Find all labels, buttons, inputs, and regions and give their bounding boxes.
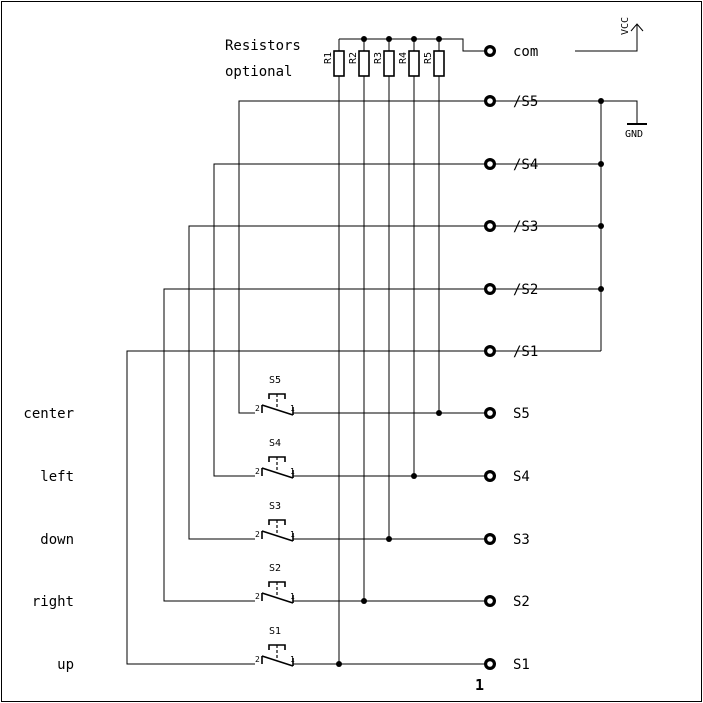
- note-line-2: optional: [225, 64, 292, 80]
- switch-name: S4: [269, 438, 281, 449]
- switch-pin-2: 2: [255, 404, 260, 413]
- function-label-left: left: [40, 469, 74, 485]
- switch-s2: S2 2 1: [255, 563, 295, 604]
- switch-pin-1: 1: [290, 655, 295, 664]
- switch-pin-1: 1: [290, 530, 295, 539]
- gnd-label: GND: [625, 129, 643, 140]
- connector-pin-label: /S1: [513, 344, 538, 360]
- connector-pin-label: S4: [513, 469, 530, 485]
- switch-s1: S1 2 1: [255, 626, 295, 667]
- connector-pin-label: com: [513, 44, 538, 60]
- gnd-symbol: GND: [601, 100, 647, 140]
- switch-pin-1: 1: [290, 404, 295, 413]
- switch-pin-2: 2: [255, 467, 260, 476]
- connector-pin-label: S3: [513, 532, 530, 548]
- resistor-r2: R2: [348, 50, 370, 77]
- resistor-array: R1 R2 R3 R4 R5: [323, 50, 445, 77]
- connector-pin: /S1: [484, 344, 538, 360]
- connector-pin: S2: [484, 594, 530, 610]
- function-labels: center left down right up: [23, 406, 74, 673]
- connector-pin-label: /S2: [513, 282, 538, 298]
- function-label-up: up: [57, 657, 74, 673]
- switch-s5: S5 2 1: [255, 375, 295, 416]
- switch-output-wiring: [293, 410, 484, 667]
- switch-s4: S4 2 1: [255, 438, 295, 479]
- connector-pin: /S5: [484, 94, 538, 110]
- switch-pin-1: 1: [290, 592, 295, 601]
- com-wiring: [338, 36, 484, 52]
- switch-name: S2: [269, 563, 281, 574]
- function-label-center: center: [23, 406, 74, 422]
- switch-name: S1: [269, 626, 281, 637]
- function-label-right: right: [32, 594, 74, 610]
- connector-pin-label: S1: [513, 657, 530, 673]
- vcc-symbol: VCC: [575, 17, 644, 52]
- resistor-label: R2: [348, 52, 359, 64]
- note-line-1: Resistors: [225, 38, 301, 54]
- resistor-r4: R4: [398, 50, 420, 77]
- connector-pin-label: /S3: [513, 219, 538, 235]
- connector-pin-label: S5: [513, 406, 530, 422]
- resistor-r5: R5: [423, 50, 445, 77]
- switch-name: S3: [269, 501, 281, 512]
- connector-pin: /S4: [484, 157, 538, 173]
- vcc-label: VCC: [620, 17, 631, 35]
- resistor-label: R4: [398, 52, 409, 64]
- connector-pin: S1: [484, 657, 530, 673]
- connector-pin: S5: [484, 406, 530, 422]
- switch-pin-2: 2: [255, 592, 260, 601]
- switch-name: S5: [269, 375, 281, 386]
- switch-s3: S3 2 1: [255, 501, 295, 542]
- connector-pin: com: [484, 44, 538, 60]
- switch-pin-2: 2: [255, 655, 260, 664]
- connector-pin-label: S2: [513, 594, 530, 610]
- connector-pin: /S2: [484, 282, 538, 298]
- switch-pin-1: 1: [290, 467, 295, 476]
- gnd-bus: [496, 98, 604, 352]
- resistor-r3: R3: [373, 50, 395, 77]
- connector-pin: S3: [484, 532, 530, 548]
- resistor-label: R1: [323, 52, 334, 64]
- connector-pin: S4: [484, 469, 530, 485]
- connector-pin: /S3: [484, 219, 538, 235]
- resistor-label: R3: [373, 52, 384, 64]
- switch-common-wiring: [126, 100, 484, 665]
- resistor-r1: R1: [323, 50, 345, 77]
- resistor-label: R5: [423, 52, 434, 64]
- function-label-down: down: [40, 532, 74, 548]
- connector-pin-label: /S4: [513, 157, 538, 173]
- pin1-marker: 1: [475, 676, 484, 694]
- connector-pin-label: /S5: [513, 94, 538, 110]
- switch-pin-2: 2: [255, 530, 260, 539]
